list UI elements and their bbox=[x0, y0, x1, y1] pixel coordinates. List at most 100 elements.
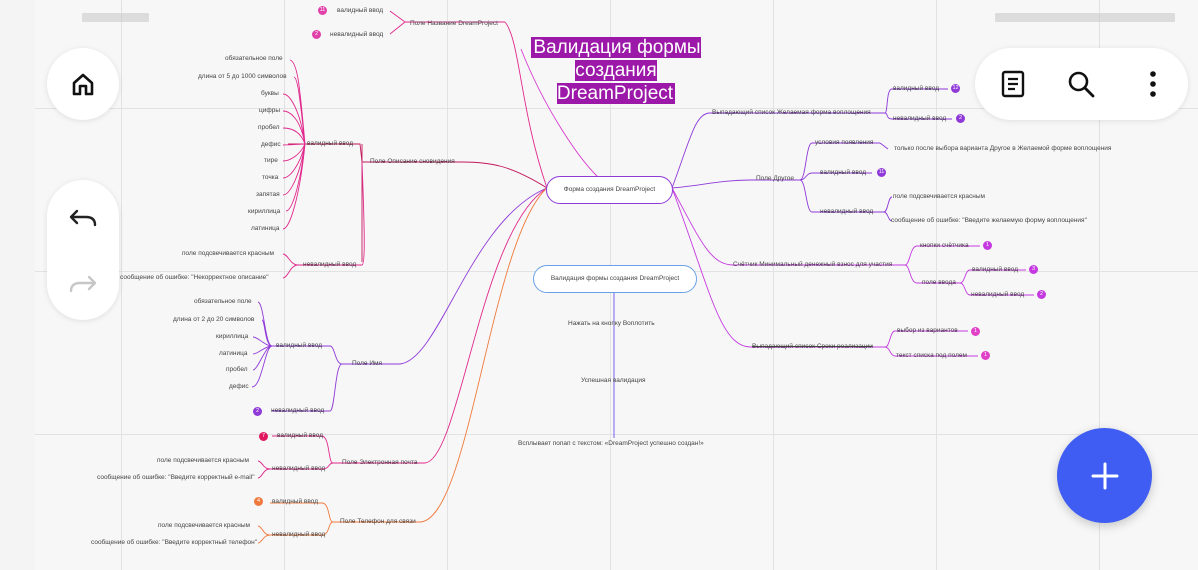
email-field-node[interactable]: Поле Электронная почта bbox=[342, 459, 418, 466]
person-valid-item[interactable]: латиница bbox=[219, 350, 248, 357]
connector bbox=[272, 345, 343, 412]
home-button[interactable] bbox=[47, 48, 119, 120]
other-red[interactable]: поле подсвечивается красным bbox=[893, 193, 985, 200]
notes-icon bbox=[1001, 70, 1025, 98]
flow-step-success[interactable]: Успешная валидация bbox=[581, 377, 646, 384]
map-title[interactable]: Валидация формы создания DreamProject bbox=[531, 37, 701, 104]
connector bbox=[342, 187, 548, 365]
validation-node[interactable]: Валидация формы создания DreamProject bbox=[533, 265, 697, 293]
flow-step-click[interactable]: Нажать на кнопку Воплотить bbox=[568, 320, 655, 327]
connector bbox=[671, 187, 905, 266]
phone-field-node[interactable]: Поле Телефон для связи bbox=[340, 518, 416, 525]
redo-button[interactable] bbox=[47, 256, 119, 316]
connector bbox=[799, 142, 884, 213]
email-error[interactable]: сообщение об ошибке: "Введите корректный… bbox=[97, 474, 255, 481]
description-valid-item[interactable]: буквы bbox=[261, 90, 279, 97]
connector bbox=[270, 435, 334, 470]
search-button[interactable] bbox=[1057, 60, 1105, 108]
description-valid-item[interactable]: латиница bbox=[251, 225, 280, 232]
person-name-node[interactable]: Поле Имя bbox=[352, 360, 383, 367]
counter-input[interactable]: поле ввода bbox=[922, 279, 956, 286]
connector bbox=[904, 245, 980, 284]
description-valid[interactable]: валидный ввод bbox=[307, 140, 354, 147]
description-field-node[interactable]: Поле Описание сновидения bbox=[370, 158, 455, 165]
person-valid-item[interactable]: кириллица bbox=[216, 333, 249, 340]
phone-error[interactable]: сообщение об ошибке: "Введите корректный… bbox=[91, 539, 258, 546]
connector bbox=[282, 161, 365, 279]
dropdown-terms-node[interactable]: Выпадающий список Сроки реализации bbox=[752, 343, 873, 350]
connector bbox=[671, 179, 800, 189]
add-button[interactable] bbox=[1057, 428, 1152, 523]
count-badge: 1 bbox=[981, 351, 990, 360]
person-valid-item[interactable]: длина от 2 до 20 символов bbox=[173, 316, 255, 323]
status-bar-blur bbox=[995, 13, 1175, 22]
notes-button[interactable] bbox=[989, 60, 1037, 108]
home-icon bbox=[72, 73, 94, 96]
form-valid[interactable]: валидный ввод bbox=[893, 85, 940, 92]
counter-buttons[interactable]: кнопки счётчика bbox=[920, 242, 969, 249]
description-error[interactable]: сообщение об ошибке: "Некорректное описа… bbox=[120, 274, 269, 281]
undo-button[interactable] bbox=[47, 190, 119, 250]
search-icon bbox=[1068, 71, 1095, 98]
other-appearance[interactable]: условия появления bbox=[815, 139, 874, 146]
form-invalid[interactable]: невалидный ввод bbox=[893, 115, 947, 122]
dropdown-form-node[interactable]: Выпадающий список Желаемая форма воплоще… bbox=[712, 109, 871, 116]
description-valid-item[interactable]: цифры bbox=[259, 107, 280, 114]
email-invalid[interactable]: невалидный ввод bbox=[272, 465, 326, 472]
counter-invalid[interactable]: невалидный ввод bbox=[971, 291, 1025, 298]
description-valid-item[interactable]: обязательное поле bbox=[225, 55, 283, 62]
description-valid-item[interactable]: запятая bbox=[256, 191, 280, 198]
other-invalid[interactable]: невалидный ввод bbox=[820, 208, 874, 215]
other-appearance-detail[interactable]: только после выбора варианта Другое в Же… bbox=[894, 145, 1112, 152]
phone-valid[interactable]: валидный ввод bbox=[272, 498, 319, 505]
person-valid-item[interactable]: пробел bbox=[226, 366, 248, 373]
connector bbox=[520, 48, 599, 178]
connector bbox=[357, 143, 363, 163]
description-valid-item[interactable]: пробел bbox=[258, 124, 280, 131]
connector bbox=[959, 269, 1034, 296]
count-badge: 11 bbox=[877, 168, 886, 177]
counter-node[interactable]: Счётчик Минимальный денежный взнос для у… bbox=[733, 261, 893, 268]
connector bbox=[461, 161, 548, 189]
count-badge: 2 bbox=[956, 114, 965, 123]
person-valid-item[interactable]: дефис bbox=[229, 383, 249, 390]
other-valid[interactable]: валидный ввод bbox=[820, 169, 867, 176]
description-valid-item[interactable]: кириллица bbox=[248, 208, 281, 215]
email-valid[interactable]: валидный ввод bbox=[277, 432, 324, 439]
person-valid[interactable]: валидный ввод bbox=[276, 342, 323, 349]
count-badge: 2 bbox=[253, 407, 262, 416]
count-badge: 1 bbox=[971, 327, 980, 336]
other-error[interactable]: сообщение об ошибке: "Введите желаемую ф… bbox=[891, 217, 1087, 224]
phone-invalid[interactable]: невалидный ввод bbox=[272, 531, 326, 538]
name-invalid[interactable]: невалидный ввод bbox=[330, 31, 384, 38]
description-red[interactable]: поле подсвечивается красным bbox=[182, 250, 274, 257]
person-valid-item[interactable]: обязательное поле bbox=[194, 298, 252, 305]
description-valid-item[interactable]: длина от 5 до 1000 символов bbox=[198, 73, 287, 80]
description-valid-item[interactable]: точка bbox=[262, 174, 279, 181]
connector bbox=[671, 187, 885, 348]
connector bbox=[282, 59, 306, 230]
connector bbox=[389, 10, 406, 35]
description-valid-item[interactable]: дефис bbox=[261, 141, 281, 148]
terms-text[interactable]: текст списка под полем bbox=[896, 352, 967, 359]
count-badge: 3 bbox=[1029, 265, 1038, 274]
undo-icon bbox=[69, 209, 97, 227]
name-valid[interactable]: валидный ввод bbox=[337, 7, 384, 14]
count-badge: 11 bbox=[318, 6, 327, 15]
more-button[interactable] bbox=[1129, 60, 1177, 108]
connector bbox=[333, 187, 548, 464]
email-red[interactable]: поле подсвечивается красным bbox=[157, 457, 249, 464]
flow-step-popup[interactable]: Всплывает попап с текстом: «DreamProject… bbox=[518, 440, 704, 447]
other-field-node[interactable]: Поле Другое bbox=[756, 175, 795, 182]
description-valid-item[interactable]: тире bbox=[264, 157, 278, 164]
description-invalid[interactable]: невалидный ввод bbox=[303, 261, 357, 268]
counter-valid[interactable]: валидный ввод bbox=[972, 266, 1019, 273]
redo-icon bbox=[69, 275, 97, 293]
central-node[interactable]: Форма создания DreamProject bbox=[546, 176, 673, 204]
connector bbox=[270, 502, 334, 536]
terms-choose[interactable]: выбор из вариантов bbox=[897, 327, 958, 334]
phone-red[interactable]: поле подсвечивается красным bbox=[158, 522, 250, 529]
person-invalid[interactable]: невалидный ввод bbox=[271, 407, 325, 414]
name-field-node[interactable]: Поле Название DreamProject bbox=[410, 20, 498, 27]
